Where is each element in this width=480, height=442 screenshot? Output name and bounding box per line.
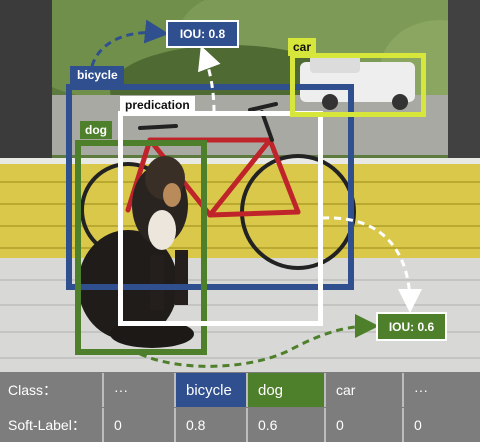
prediction-bounding-box [118,111,323,326]
class-header-cell: Class： [0,373,104,407]
soft-label-cell-bicycle: 0.8 [176,408,248,442]
dog-to-iou-arrow [139,314,379,368]
bicycle-bounding-box [66,84,354,290]
car-label: car [288,38,317,56]
car-bounding-box [290,53,426,117]
soft-label-cell-car: 0 [326,408,404,442]
dog-label: dog [80,121,112,139]
bicycle-label: bicycle [70,66,124,84]
prediction-to-top-iou-arrow [198,45,221,113]
class-row: Class： ··· bicycle dog car ··· [0,373,480,407]
class-cell: ··· [104,373,176,407]
soft-label-header-cell: Soft-Label： [0,408,104,442]
iou-arrows [90,19,422,368]
soft-label-cell-dog: 0.6 [248,408,326,442]
prediction-to-bottom-iou-arrow [321,216,422,313]
class-cell: ··· [414,382,428,398]
soft-label-cell: 0 [104,408,176,442]
prediction-label: predication [120,96,195,114]
bicycle-iou-box: IOU: 0.8 [166,20,239,48]
soft-label-cell: 0 [414,417,422,433]
class-cell-car: car [326,373,404,407]
bicycle-to-iou-arrow [90,19,169,67]
class-cell-bicycle: bicycle [176,373,248,407]
dog-iou-box: IOU: 0.6 [376,312,447,341]
dog-bounding-box [75,140,207,355]
class-cell-dog: dog [248,373,326,407]
soft-label-row: Soft-Label： 0 0.8 0.6 0 0 [0,408,480,442]
soft-label-table: Class： ··· bicycle dog car ··· Soft-Labe… [0,372,480,442]
